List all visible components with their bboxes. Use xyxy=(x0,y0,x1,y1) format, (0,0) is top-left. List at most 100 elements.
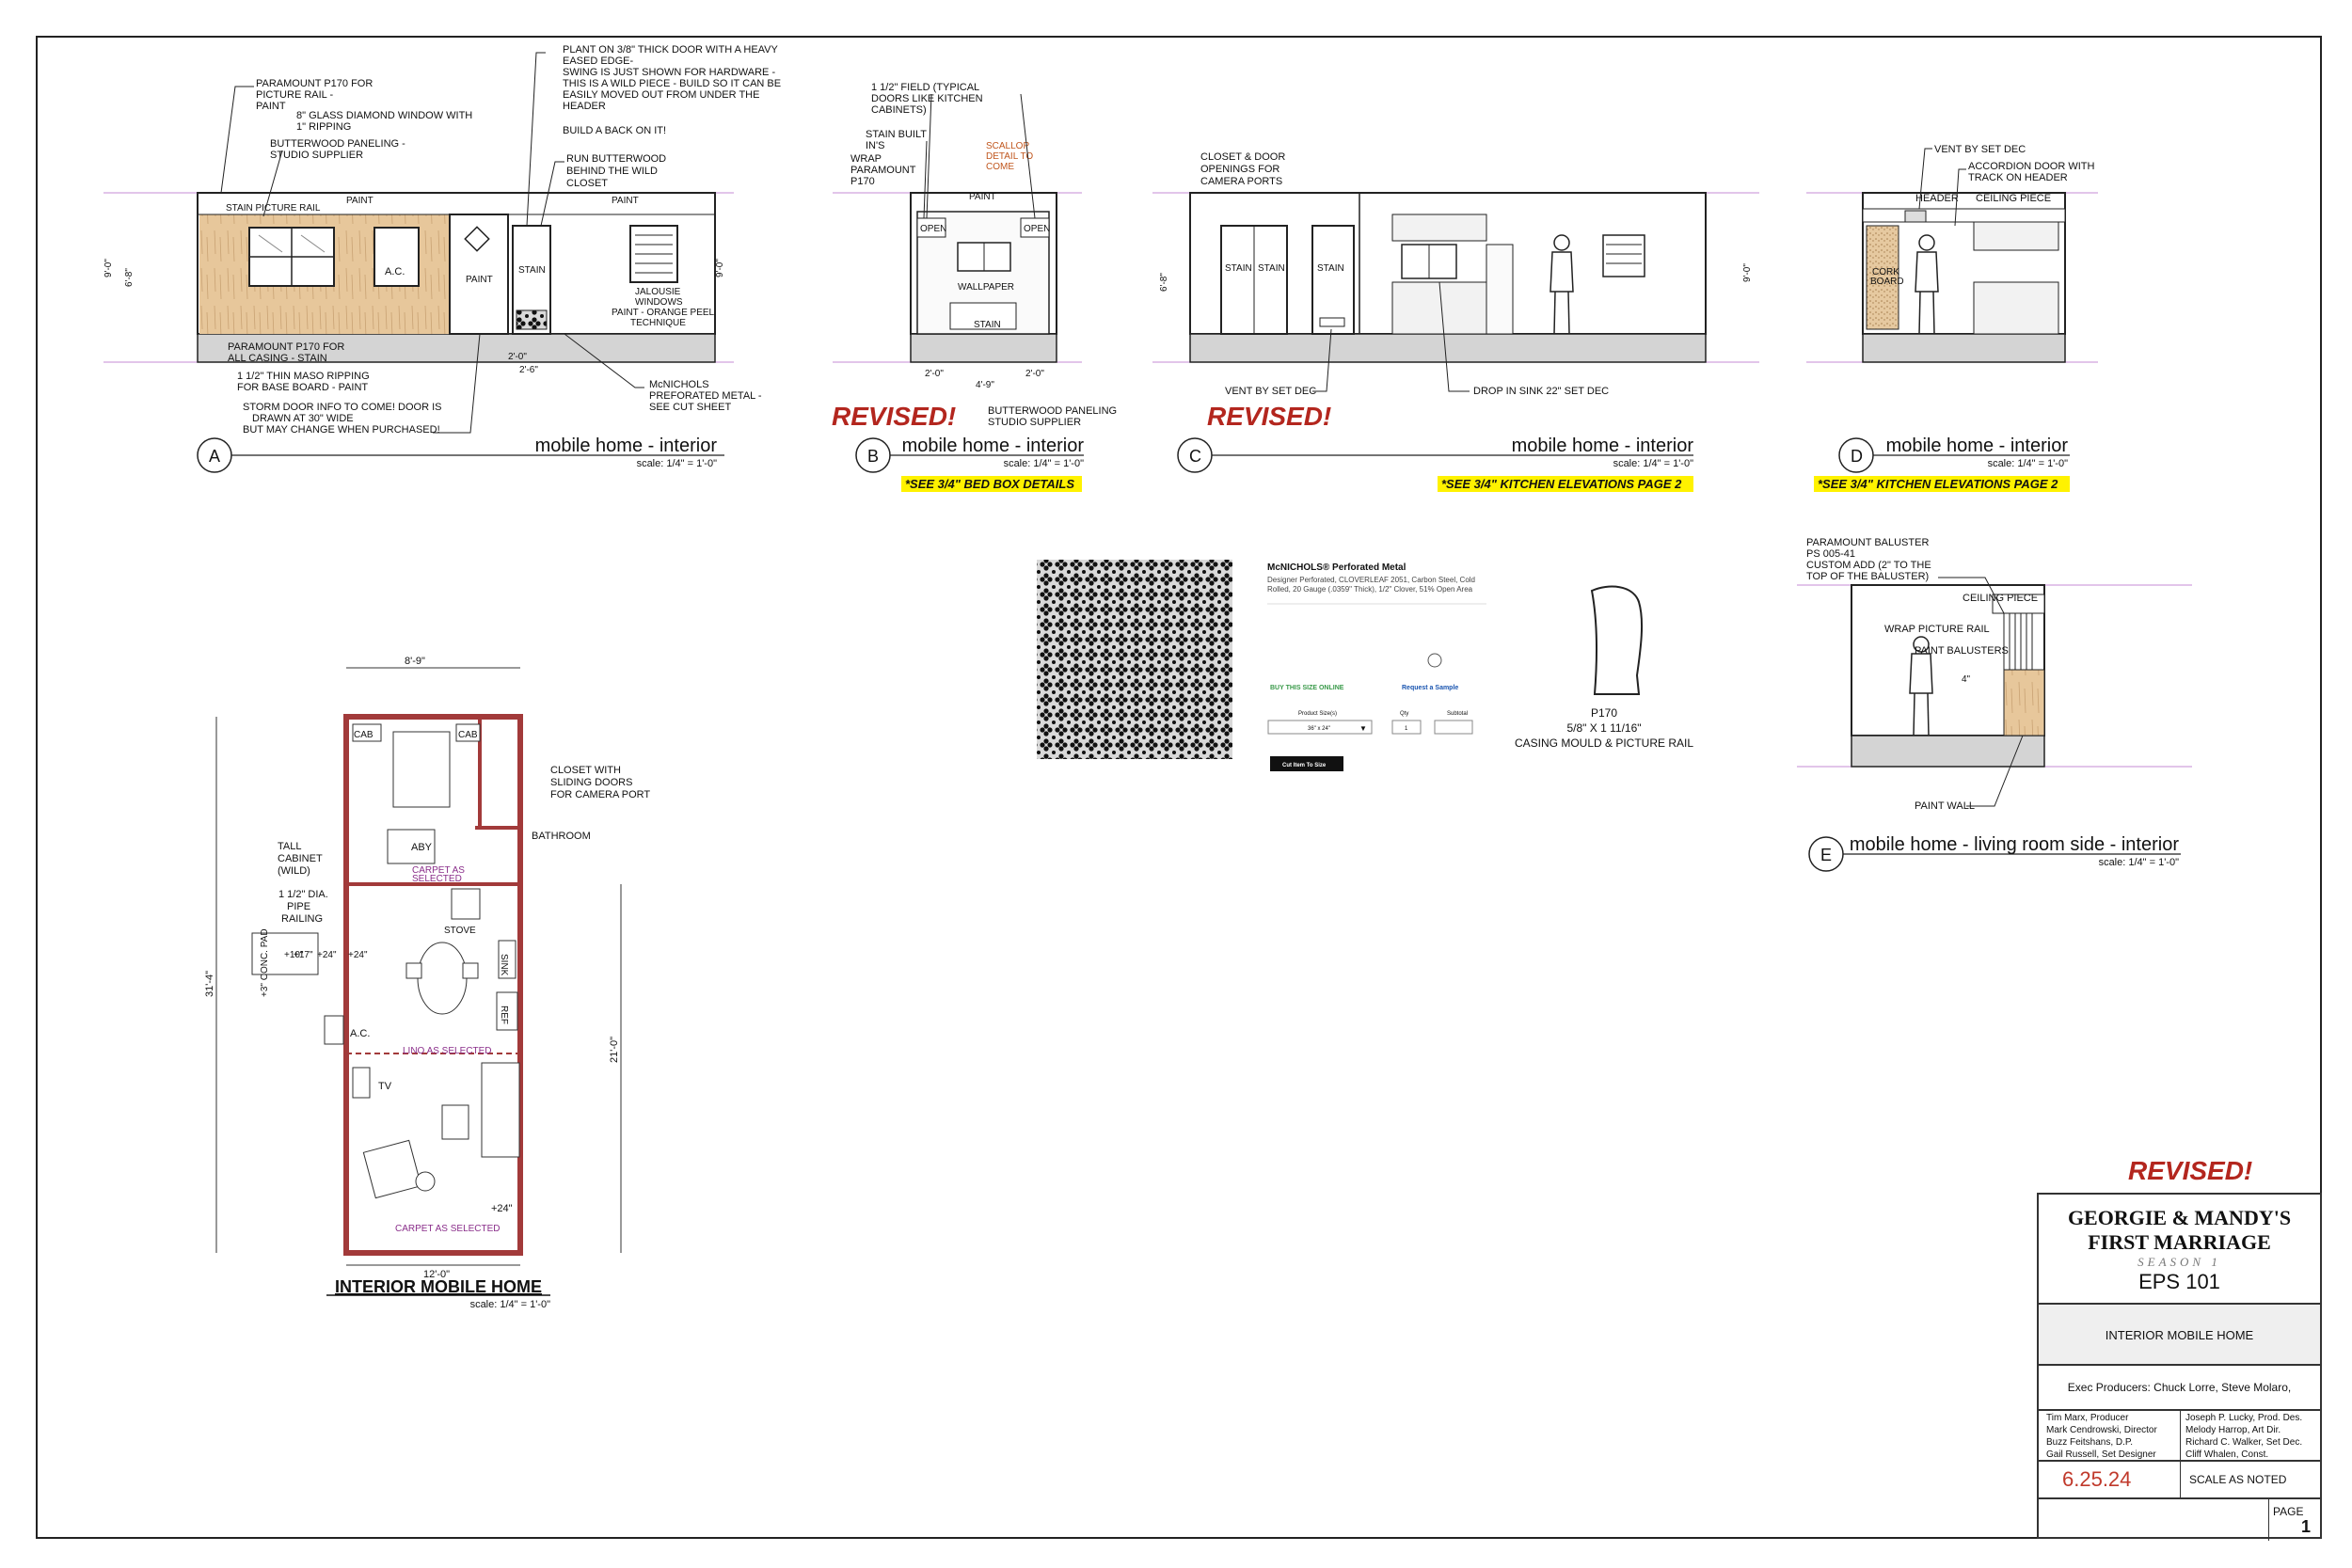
cut-sheet-cut-button[interactable] xyxy=(1270,756,1343,771)
plan-plus17: +17" xyxy=(294,950,313,960)
c-stain-3: STAIN xyxy=(1317,263,1344,274)
p170-profile-shape xyxy=(1590,585,1644,695)
human-figure-e xyxy=(1909,636,1933,736)
c-stain-1: STAIN xyxy=(1225,263,1252,274)
bubble-c-label: C xyxy=(1189,447,1201,466)
paneled-wall-e xyxy=(2003,669,2045,736)
paint-label-a2: PAINT xyxy=(612,196,639,206)
show-title-1: GEORGIE & MANDY'S xyxy=(2067,1206,2292,1229)
exec-producers: Exec Producers: Chuck Lorre, Steve Molar… xyxy=(2039,1364,2320,1409)
printer-icon[interactable] xyxy=(1427,653,1442,668)
molding-size: 5/8" X 1 11/16" xyxy=(1566,721,1641,735)
c-stain-2: STAIN xyxy=(1258,263,1285,274)
revised-b: REVISED! xyxy=(832,402,956,431)
upper-cabinets-c xyxy=(1391,214,1487,242)
plan-ref-label: REF xyxy=(499,1006,509,1024)
sheet-name: INTERIOR MOBILE HOME xyxy=(2039,1303,2320,1364)
plan-plus10: +10" xyxy=(284,950,304,960)
b-open-right: OPEN xyxy=(1024,224,1050,234)
dim-a-height3: 9'-0" xyxy=(715,259,725,277)
plan-sofa xyxy=(481,1062,520,1158)
plan-ac-label: A.C. xyxy=(350,1028,370,1039)
vent-d xyxy=(1904,210,1927,223)
cut-sheet: McNICHOLS® Perforated Metal Designer Per… xyxy=(1037,560,1486,771)
plan-exterior-walls xyxy=(343,714,523,1256)
season-label: SEASON 1 xyxy=(2137,1255,2221,1269)
dim-a-door2: 2'-6" xyxy=(519,365,538,375)
human-figure-d xyxy=(1915,234,1939,335)
note-e-ceiling: CEILING PIECE xyxy=(1963,593,2038,604)
bubble-b-label: B xyxy=(867,447,879,466)
note-d: *SEE 3/4" KITCHEN ELEVATIONS PAGE 2 xyxy=(1818,477,2058,491)
plan-conc-pad: +3" CONC. PAD xyxy=(260,928,270,997)
b-open-left: OPEN xyxy=(920,224,946,234)
molding-profile: P170 5/8" X 1 11/16" CASING MOULD & PICT… xyxy=(1515,585,1693,750)
cut-sheet-brand: McNICHOLS® Perforated Metal xyxy=(1267,562,1406,573)
plan-aby: ABY xyxy=(411,842,433,853)
header-d xyxy=(1862,208,2066,223)
sheet-date: 6.25.24 xyxy=(2062,1467,2132,1491)
dim-b-3: 2'-0" xyxy=(1025,369,1044,379)
scale-d: scale: 1/4" = 1'-0" xyxy=(1988,458,2069,469)
door-c xyxy=(1311,225,1355,335)
cut-sheet-size-value: 36" x 24" xyxy=(1308,726,1330,732)
crew-right-3: Richard C. Walker, Set Dec. xyxy=(2185,1437,2303,1448)
plan-title: INTERIOR MOBILE HOME xyxy=(335,1277,542,1296)
plan-width-total: 8'-9" xyxy=(405,656,425,667)
note-d-header: HEADER xyxy=(1915,193,1959,204)
show-title-2: FIRST MARRIAGE xyxy=(2088,1230,2271,1254)
scale-note: SCALE AS NOTED xyxy=(2189,1473,2287,1486)
fridge-c xyxy=(1486,244,1514,335)
plan-bed xyxy=(392,731,451,808)
cut-sheet-size-select[interactable] xyxy=(1267,720,1373,735)
plan-armchair xyxy=(362,1139,422,1199)
cut-sheet-sample-link[interactable]: Request a Sample xyxy=(1402,685,1458,691)
lower-cabinets-c xyxy=(1391,281,1487,335)
ac-unit-box xyxy=(373,227,420,287)
page-box: PAGE 1 xyxy=(2268,1499,2320,1541)
revised-titleblock: REVISED! xyxy=(2128,1156,2252,1185)
plan-len-total: 31'-4" xyxy=(204,971,215,997)
perforated-metal-swatch xyxy=(1037,560,1232,759)
cut-sheet-qty-label: Qty xyxy=(1400,711,1408,717)
plan-width-bottom: 12'-0" xyxy=(423,1269,450,1280)
elevation-a: A.C. PAINT STAIN STAIN PICTURE RAIL PAIN… xyxy=(103,44,781,473)
scale-a: scale: 1/4" = 1'-0" xyxy=(637,458,718,469)
open-cubby-left xyxy=(916,217,946,238)
drawing-sheet-border xyxy=(36,36,2322,1539)
balusters-e xyxy=(2003,612,2033,671)
plan-coffee-table xyxy=(441,1104,469,1140)
plan-lino: LINO AS SELECTED xyxy=(403,1046,491,1056)
page-row: PAGE 1 xyxy=(2039,1497,2320,1541)
diamond-window xyxy=(464,226,490,252)
ac-label: A.C. xyxy=(385,266,405,277)
cut-sheet-qty-input[interactable] xyxy=(1391,720,1422,735)
note-e-paint-bal: PAINT BALUSTERS xyxy=(1915,645,2009,657)
crew-list: Tim Marx, Producer Mark Cendrowski, Dire… xyxy=(2039,1409,2320,1460)
plan-plus24b: +24" xyxy=(491,1203,513,1214)
title-e: mobile home - living room side - interio… xyxy=(1850,834,2179,855)
plan-stove xyxy=(451,888,481,920)
plan-ac xyxy=(324,1015,344,1045)
note-b: *SEE 3/4" BED BOX DETAILS xyxy=(905,477,1074,491)
scale-b: scale: 1/4" = 1'-0" xyxy=(1004,458,1085,469)
title-block: GEORGIE & MANDY'S FIRST MARRIAGE SEASON … xyxy=(2037,1193,2322,1541)
plan-cab-2: CAB xyxy=(458,730,478,740)
stain-picture-rail-label: STAIN PICTURE RAIL xyxy=(226,203,321,214)
plan-bathroom: BATHROOM xyxy=(532,831,591,842)
highlight-c xyxy=(1438,476,1693,492)
